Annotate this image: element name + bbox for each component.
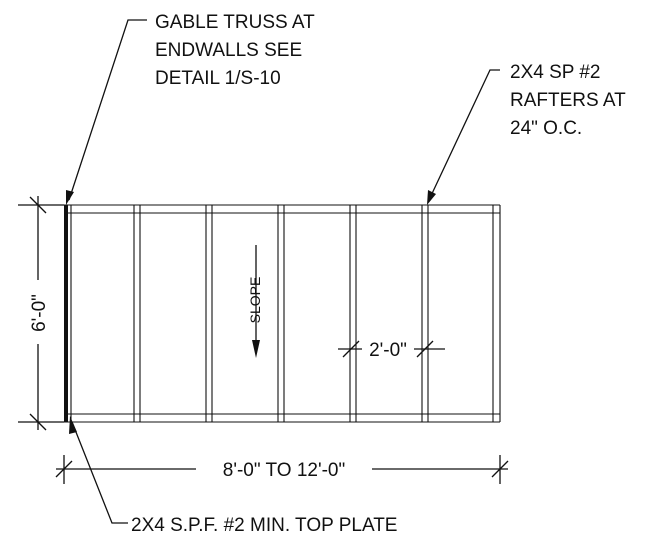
slope-label: SLOPE (247, 277, 263, 324)
depth-dimension: 6'-0" (18, 196, 64, 431)
rafter (421, 205, 429, 422)
spacing-dimension-text: 2'-0" (369, 340, 407, 361)
width-tick-right (491, 460, 509, 478)
gable-truss-label-line2: ENDWALLS SEE (155, 40, 302, 61)
rafters-label-line3: 24" O.C. (510, 118, 582, 139)
rafter (205, 205, 213, 422)
spacing-tick-left (342, 340, 360, 358)
width-dimension: 8'-0" TO 12'-0" (55, 455, 509, 484)
gable-truss-callout: GABLE TRUSS AT ENDWALLS SEE DETAIL 1/S-1… (66, 12, 315, 205)
top-plate-callout: 2X4 S.P.F. #2 MIN. TOP PLATE (69, 416, 397, 536)
rafter-right-end (492, 205, 501, 422)
rafters-label-line1: 2X4 SP #2 (510, 62, 601, 83)
gable-truss-arrow (66, 190, 74, 205)
rafters-leader (428, 69, 500, 201)
slope-arrow-head (252, 340, 260, 358)
width-dimension-text: 8'-0" TO 12'-0" (223, 460, 346, 481)
rafters-label-line2: RAFTERS AT (510, 90, 626, 111)
width-tick-left (55, 460, 73, 478)
rafter (133, 205, 141, 422)
spacing-text-mask (362, 337, 414, 361)
top-plate-arrow (69, 416, 77, 434)
gable-truss-label-line3: DETAIL 1/S-10 (155, 68, 281, 89)
gable-truss-left (64, 205, 68, 422)
gable-truss-label-line1: GABLE TRUSS AT (155, 12, 315, 33)
rafters-callout: 2X4 SP #2 RAFTERS AT 24" O.C. (427, 62, 626, 205)
depth-text-mask (26, 280, 50, 344)
rafter (349, 205, 357, 422)
top-plate-leader (71, 421, 128, 524)
gable-truss-leader (68, 19, 147, 201)
rafters-arrow (427, 190, 436, 205)
spacing-tick-right (416, 340, 434, 358)
depth-tick-bottom (29, 413, 47, 431)
rafter-spacing-dimension: 2'-0" (338, 337, 445, 361)
slope-indicator: SLOPE (247, 245, 263, 358)
depth-dimension-text: 6'-0" (29, 294, 50, 332)
depth-tick-top (29, 196, 47, 214)
rafter (277, 205, 285, 422)
top-plate-label: 2X4 S.P.F. #2 MIN. TOP PLATE (131, 515, 397, 536)
rafter-frame (64, 204, 501, 423)
width-text-mask (196, 457, 372, 481)
